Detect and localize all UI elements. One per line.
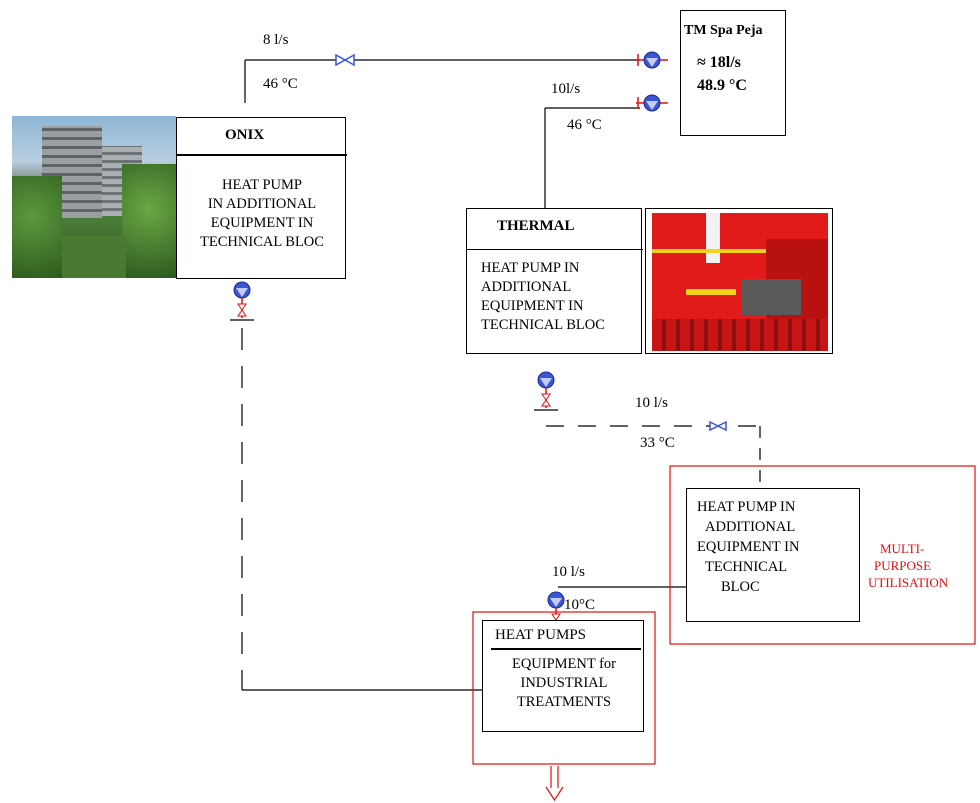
onix-building-photo xyxy=(12,116,176,278)
multipurpose-label-2: PURPOSE xyxy=(868,557,948,574)
onix-box: ONIX HEAT PUMP IN ADDITIONAL EQUIPMENT I… xyxy=(176,117,346,279)
multi-line-4: TECHNICAL xyxy=(697,557,799,577)
pump-icon-thermal xyxy=(534,372,558,410)
onix-line-2: IN ADDITIONAL xyxy=(177,195,347,214)
pump-icon-spa-lower xyxy=(636,95,668,111)
onix-line-1: HEAT PUMP xyxy=(177,176,347,195)
multipurpose-label-1: MULTI- xyxy=(868,540,948,557)
spa-name: TM Spa Peja xyxy=(684,23,763,39)
thermal-equipment-photo xyxy=(645,208,833,354)
onix-line-4: TECHNICAL BLOC xyxy=(177,233,347,252)
multipurpose-box: HEAT PUMP IN ADDITIONAL EQUIPMENT IN TEC… xyxy=(686,488,860,622)
spa-box: TM Spa Peja ≈ 18l/s 48.9 °C xyxy=(680,10,786,136)
pump-icon-spa-upper xyxy=(636,52,668,68)
industrial-line-2: INDUSTRIAL xyxy=(483,674,645,693)
onix-temp-label: 46 °C xyxy=(263,77,298,92)
thermal-box: THERMAL HEAT PUMP IN ADDITIONAL EQUIPMEN… xyxy=(466,208,642,354)
multi-line-5: BLOC xyxy=(697,577,799,597)
thermal-temp-label: 46 °C xyxy=(567,118,602,133)
thermal-line-3: EQUIPMENT IN xyxy=(481,297,643,316)
multipurpose-label-3: UTILISATION xyxy=(868,574,948,591)
spa-temp: 48.9 °C xyxy=(697,77,747,95)
spa-flow: ≈ 18l/s xyxy=(697,54,741,72)
pump-icon-onix xyxy=(230,282,254,320)
multi-line-1: HEAT PUMP IN xyxy=(697,497,799,517)
thermal-flow-label: 10l/s xyxy=(551,82,580,97)
multi-line-2: ADDITIONAL xyxy=(697,517,799,537)
thermal-line-4: TECHNICAL BLOC xyxy=(481,316,643,335)
thermal-line-1: HEAT PUMP IN xyxy=(481,259,643,278)
thermal-out-temp-label: 33 °C xyxy=(640,436,675,451)
industrial-line-3: TREATMENTS xyxy=(483,693,645,712)
industrial-box: HEAT PUMPS EQUIPMENT for INDUSTRIAL TREA… xyxy=(482,620,644,732)
output-arrow-icon xyxy=(546,766,563,800)
onix-flow-label: 8 l/s xyxy=(263,33,288,48)
thermal-title: THERMAL xyxy=(497,218,575,235)
multi-temp-label: 10°C xyxy=(564,598,595,613)
industrial-line-1: EQUIPMENT for xyxy=(483,655,645,674)
thermal-line-2: ADDITIONAL xyxy=(481,278,643,297)
gate-valve-lower xyxy=(710,422,726,430)
onix-line-3: EQUIPMENT IN xyxy=(177,214,347,233)
multi-flow-label: 10 l/s xyxy=(552,565,585,580)
industrial-title: HEAT PUMPS xyxy=(495,627,586,644)
gate-valve-top xyxy=(336,55,354,65)
multipurpose-label: MULTI- PURPOSE UTILISATION xyxy=(868,540,948,591)
onix-title: ONIX xyxy=(225,127,264,144)
thermal-out-flow-label: 10 l/s xyxy=(635,396,668,411)
multi-line-3: EQUIPMENT IN xyxy=(697,537,799,557)
